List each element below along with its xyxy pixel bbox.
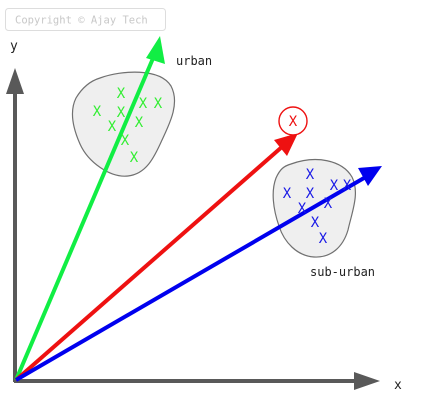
urban-point: X (117, 86, 126, 102)
watermark-box (5, 8, 166, 31)
urban-vector-line (14, 55, 156, 381)
query-vector-arrowhead (274, 133, 298, 156)
suburban-vector-arrowhead (358, 166, 382, 186)
suburban-vector-line (14, 176, 366, 382)
urban-point: X (121, 133, 130, 149)
urban-point: X (154, 96, 163, 112)
x-axis-label: x (394, 378, 402, 393)
suburban-point: X (298, 201, 307, 217)
suburban-point: X (330, 178, 339, 194)
urban-point: X (135, 115, 144, 131)
urban-label: urban (176, 54, 212, 68)
urban-point: X (139, 96, 148, 112)
watermark: Copyright © Ajay Tech (5, 8, 166, 31)
urban-vector-arrowhead (146, 36, 165, 64)
urban-points: X X X X X X X X X (93, 86, 163, 166)
suburban-label: sub-urban (310, 265, 375, 279)
urban-point: X (117, 105, 126, 121)
watermark-text: Copyright © Ajay Tech (15, 15, 148, 27)
urban-point: X (108, 119, 117, 135)
query-point-marker: X (289, 114, 298, 130)
suburban-point: X (306, 167, 315, 183)
x-axis-arrowhead (354, 372, 380, 390)
query-vector-line (14, 144, 285, 382)
suburban-point: X (311, 215, 320, 231)
vectors (14, 36, 382, 382)
suburban-point: X (319, 231, 328, 247)
query-point: X (278, 106, 308, 136)
suburban-points: X X X X X X X X X (283, 167, 352, 247)
y-axis-label: y (10, 39, 18, 54)
suburban-point: X (343, 178, 352, 194)
y-axis-arrowhead (6, 68, 24, 94)
query-point-circle (278, 106, 308, 136)
urban-point: X (130, 150, 139, 166)
suburban-point: X (306, 186, 315, 202)
urban-point: X (93, 104, 102, 120)
axes: x y (6, 39, 402, 393)
suburban-point: X (283, 186, 292, 202)
suburban-point: X (324, 196, 333, 212)
